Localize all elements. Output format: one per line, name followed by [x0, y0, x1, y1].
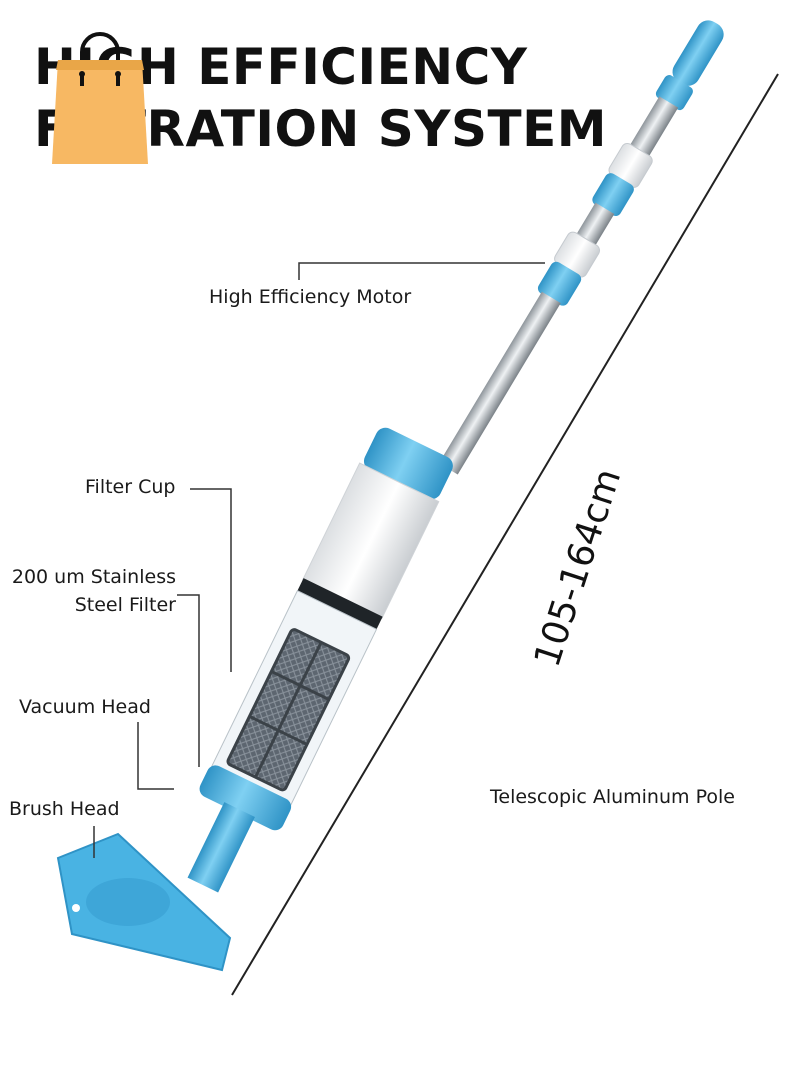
callout-leaders [93, 262, 545, 858]
brush-head [56, 832, 232, 972]
callout-steel-filter: 200 um Stainless Steel Filter [10, 564, 176, 619]
lock-clamp-upper [592, 173, 634, 217]
callout-telescopic-aluminum-pole: Telescopic Aluminum Pole [490, 786, 735, 808]
callout-high-efficiency-motor: High Efficiency Motor [209, 286, 412, 308]
vacuum-body [187, 427, 453, 893]
callout-vacuum-head: Vacuum Head [19, 696, 151, 718]
callout-steel-filter-line2: Steel Filter [74, 593, 176, 616]
callout-steel-filter-line1: 200 um Stainless [11, 566, 176, 588]
vacuum-head-collar [199, 765, 292, 831]
telescopic-pole [438, 20, 724, 475]
aluminum-tube [438, 291, 561, 475]
shopping-bag-icon[interactable] [48, 30, 152, 166]
callout-filter-cup: Filter Cup [85, 476, 176, 498]
motor-housing [537, 261, 582, 306]
dimension-line [231, 73, 779, 996]
handle-grip [672, 20, 724, 86]
callout-brush-head: Brush Head [9, 798, 120, 820]
neck-tube [187, 802, 255, 893]
top-cap [363, 427, 453, 500]
